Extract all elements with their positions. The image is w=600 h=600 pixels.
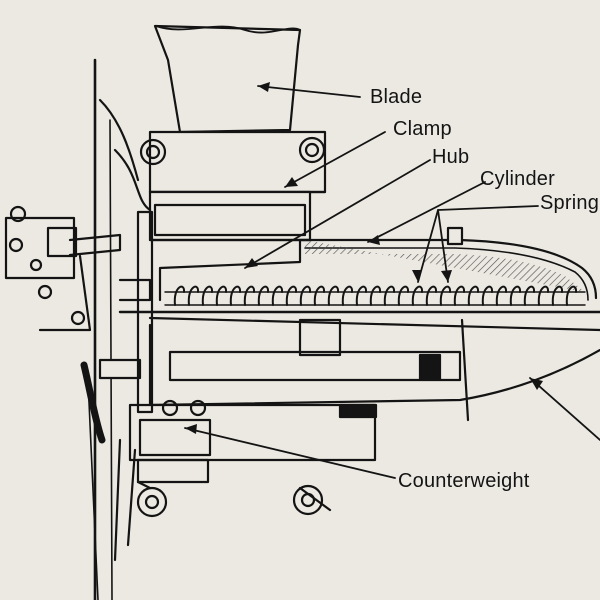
spring-coil [523,285,536,306]
label-blade: Blade [370,86,423,108]
label-counterweight: Counterweight [398,470,530,492]
spring-coil [355,285,368,306]
spring-coil [481,285,494,306]
clamp-part [139,130,327,194]
spring-coil [509,285,522,306]
spring-coils [164,285,586,306]
leader-lines [184,85,600,479]
spring-coil [537,285,550,306]
label-hub: Hub [432,146,470,168]
spring-coil [565,285,578,306]
spring-coil [495,285,508,306]
spring-coil [201,285,214,306]
spring-coil [327,285,340,306]
spring-coil [551,285,564,306]
spring-coil [243,285,256,306]
spring-coil [439,285,452,306]
spring-coil [341,285,354,306]
label-cylinder: Cylinder [480,168,555,190]
spring-coil [271,285,284,306]
spring-coil [173,285,186,306]
spring-coil [285,285,298,306]
spring-coil [257,285,270,306]
label-spring: Spring [540,192,600,214]
label-clamp: Clamp [393,118,452,140]
spring-coil [383,285,396,306]
spring-coil [467,285,480,306]
spring-coil [425,285,438,306]
spring-coil [187,285,200,306]
blade-part [153,24,302,134]
counterweight-part [128,399,378,518]
spring-coil [453,285,466,306]
leader-arrowheads [185,82,543,434]
spring-coil [313,285,326,306]
hub-part [148,190,312,242]
spring-coil [397,285,410,306]
spring-coil [411,285,424,306]
spring-coil [229,285,242,306]
spring-coil [215,285,228,306]
mounting-bracket [4,58,154,600]
spring-coil [299,285,312,306]
spring-coil [369,285,382,306]
